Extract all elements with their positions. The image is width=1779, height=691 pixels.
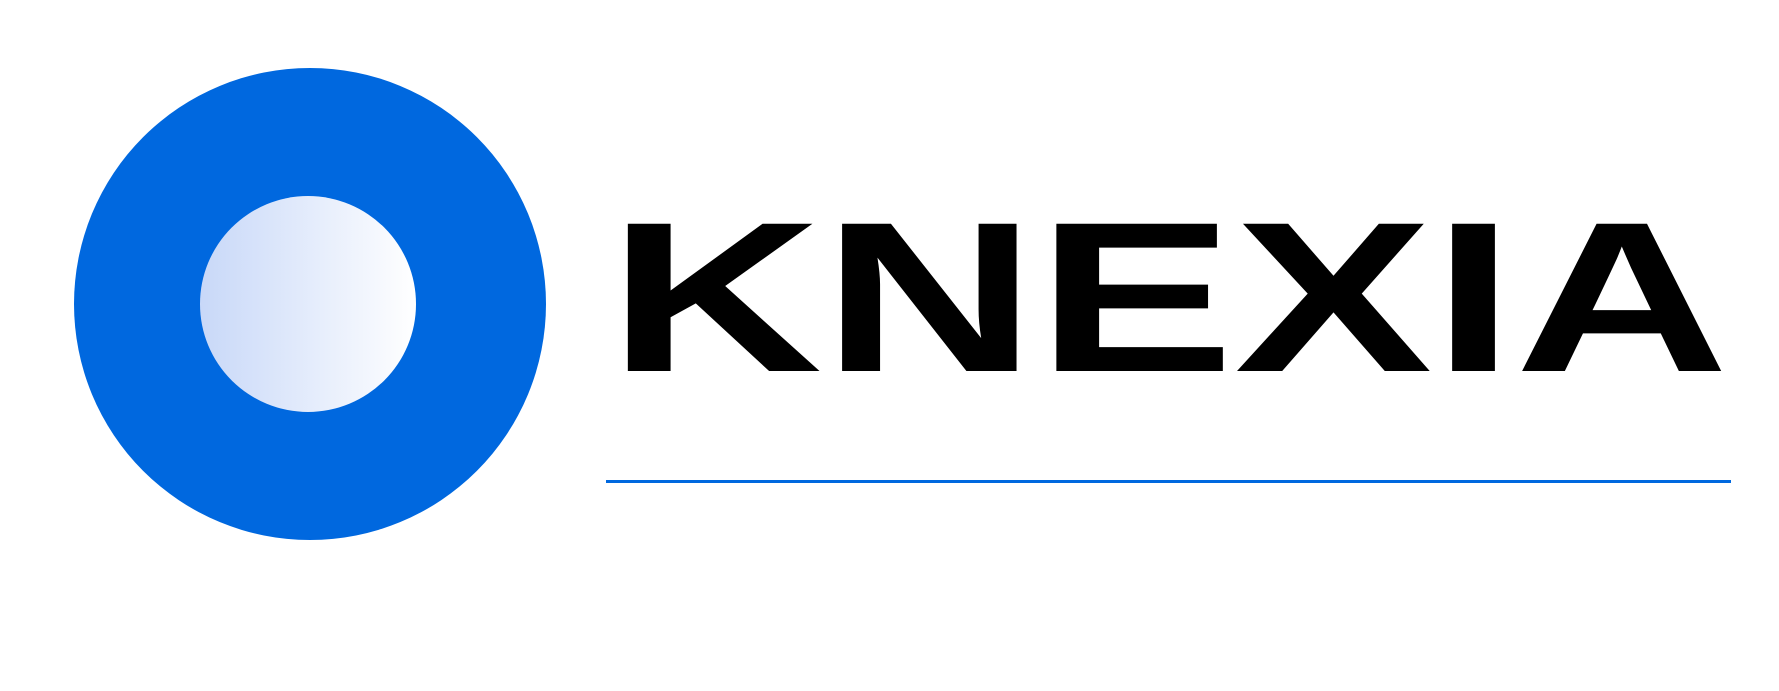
logo-underline — [606, 480, 1731, 483]
logo-inner-circle — [200, 196, 416, 412]
logo-wordmark: KNEXIA — [608, 178, 1729, 417]
